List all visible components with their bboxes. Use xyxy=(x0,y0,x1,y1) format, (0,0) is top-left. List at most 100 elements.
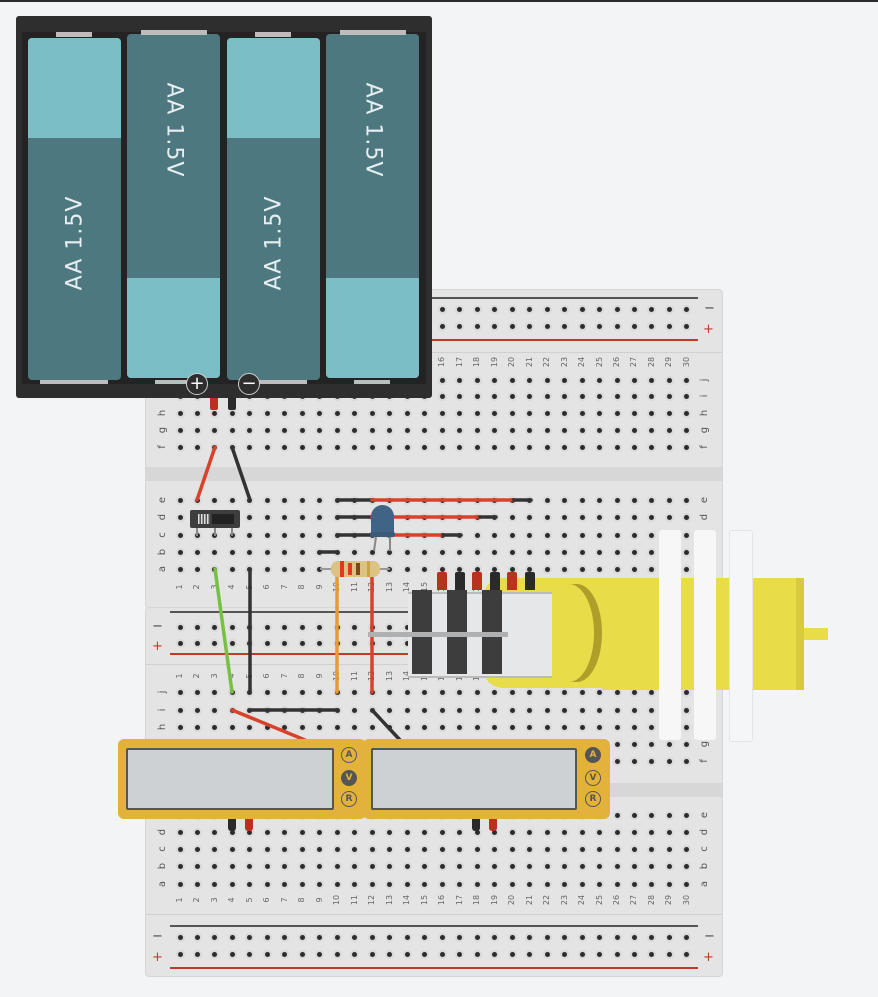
rail-hole[interactable] xyxy=(684,934,690,940)
breadboard-hole[interactable] xyxy=(614,689,620,695)
breadboard-hole[interactable] xyxy=(684,393,690,399)
breadboard-hole[interactable] xyxy=(509,566,515,572)
rail-hole[interactable] xyxy=(422,951,428,957)
breadboard-hole[interactable] xyxy=(369,724,375,730)
breadboard-hole[interactable] xyxy=(369,846,375,852)
breadboard-hole[interactable] xyxy=(352,689,358,695)
rail-hole[interactable] xyxy=(631,951,637,957)
breadboard-hole[interactable] xyxy=(194,689,200,695)
breadboard-hole[interactable] xyxy=(404,846,410,852)
breadboard-hole[interactable] xyxy=(334,863,340,869)
breadboard-hole[interactable] xyxy=(631,549,637,555)
rail-hole[interactable] xyxy=(614,951,620,957)
breadboard-hole[interactable] xyxy=(474,393,480,399)
breadboard-hole[interactable] xyxy=(666,846,672,852)
rail-hole[interactable] xyxy=(247,951,253,957)
breadboard-hole[interactable] xyxy=(247,863,253,869)
breadboard-hole[interactable] xyxy=(212,829,218,835)
rail-hole[interactable] xyxy=(649,306,655,312)
breadboard-hole[interactable] xyxy=(684,566,690,572)
breadboard-hole[interactable] xyxy=(684,532,690,538)
breadboard-hole[interactable] xyxy=(509,427,515,433)
rail-hole[interactable] xyxy=(229,640,235,646)
breadboard-hole[interactable] xyxy=(282,689,288,695)
rail-hole[interactable] xyxy=(579,323,585,329)
breadboard-hole[interactable] xyxy=(631,427,637,433)
rail-hole[interactable] xyxy=(212,934,218,940)
breadboard-hole[interactable] xyxy=(649,689,655,695)
rail-hole[interactable] xyxy=(457,934,463,940)
multimeter-2[interactable]: A V R xyxy=(363,739,610,819)
breadboard-hole[interactable] xyxy=(597,514,603,520)
rail-hole[interactable] xyxy=(439,306,445,312)
breadboard-hole[interactable] xyxy=(404,566,410,572)
rail-hole[interactable] xyxy=(299,951,305,957)
breadboard-hole[interactable] xyxy=(544,707,550,713)
breadboard-hole[interactable] xyxy=(177,707,183,713)
breadboard-hole[interactable] xyxy=(579,497,585,503)
breadboard-hole[interactable] xyxy=(579,724,585,730)
breadboard-hole[interactable] xyxy=(597,863,603,869)
multimeter-1[interactable]: A V R xyxy=(118,739,366,819)
breadboard-hole[interactable] xyxy=(666,812,672,818)
breadboard-hole[interactable] xyxy=(282,566,288,572)
rail-hole[interactable] xyxy=(387,640,393,646)
rail-hole[interactable] xyxy=(562,306,568,312)
breadboard-hole[interactable] xyxy=(544,829,550,835)
led[interactable] xyxy=(370,505,395,538)
breadboard-hole[interactable] xyxy=(212,549,218,555)
breadboard-hole[interactable] xyxy=(404,689,410,695)
breadboard-hole[interactable] xyxy=(527,410,533,416)
breadboard-hole[interactable] xyxy=(212,724,218,730)
breadboard-hole[interactable] xyxy=(247,829,253,835)
breadboard-hole[interactable] xyxy=(579,514,585,520)
breadboard-hole[interactable] xyxy=(299,863,305,869)
rail-hole[interactable] xyxy=(562,934,568,940)
motor-pin[interactable] xyxy=(437,572,448,590)
breadboard-hole[interactable] xyxy=(334,427,340,433)
breadboard-hole[interactable] xyxy=(334,444,340,450)
breadboard-hole[interactable] xyxy=(247,514,253,520)
breadboard-hole[interactable] xyxy=(369,549,375,555)
breadboard-hole[interactable] xyxy=(177,549,183,555)
breadboard-hole[interactable] xyxy=(649,393,655,399)
breadboard-hole[interactable] xyxy=(387,689,393,695)
breadboard-hole[interactable] xyxy=(282,846,288,852)
breadboard-hole[interactable] xyxy=(509,881,515,887)
rail-hole[interactable] xyxy=(404,934,410,940)
breadboard-hole[interactable] xyxy=(562,377,568,383)
rail-hole[interactable] xyxy=(614,323,620,329)
breadboard-hole[interactable] xyxy=(492,707,498,713)
breadboard-hole[interactable] xyxy=(562,497,568,503)
breadboard-hole[interactable] xyxy=(264,444,270,450)
breadboard-hole[interactable] xyxy=(492,549,498,555)
breadboard-hole[interactable] xyxy=(562,410,568,416)
rail-hole[interactable] xyxy=(666,934,672,940)
breadboard-hole[interactable] xyxy=(247,846,253,852)
breadboard-hole[interactable] xyxy=(247,549,253,555)
breadboard-hole[interactable] xyxy=(212,846,218,852)
breadboard-hole[interactable] xyxy=(544,410,550,416)
breadboard-hole[interactable] xyxy=(177,724,183,730)
breadboard-hole[interactable] xyxy=(649,812,655,818)
breadboard-hole[interactable] xyxy=(247,532,253,538)
rail-hole[interactable] xyxy=(457,951,463,957)
breadboard-hole[interactable] xyxy=(492,566,498,572)
rail-hole[interactable] xyxy=(509,951,515,957)
breadboard-hole[interactable] xyxy=(457,410,463,416)
breadboard-hole[interactable] xyxy=(509,707,515,713)
rail-hole[interactable] xyxy=(614,934,620,940)
breadboard-hole[interactable] xyxy=(562,514,568,520)
breadboard-hole[interactable] xyxy=(299,724,305,730)
breadboard-hole[interactable] xyxy=(649,846,655,852)
breadboard-hole[interactable] xyxy=(649,566,655,572)
rail-hole[interactable] xyxy=(509,323,515,329)
breadboard-hole[interactable] xyxy=(247,724,253,730)
breadboard-hole[interactable] xyxy=(562,532,568,538)
breadboard-hole[interactable] xyxy=(579,410,585,416)
breadboard-hole[interactable] xyxy=(509,377,515,383)
breadboard-hole[interactable] xyxy=(439,393,445,399)
breadboard-hole[interactable] xyxy=(614,741,620,747)
breadboard-hole[interactable] xyxy=(264,829,270,835)
breadboard-hole[interactable] xyxy=(544,393,550,399)
